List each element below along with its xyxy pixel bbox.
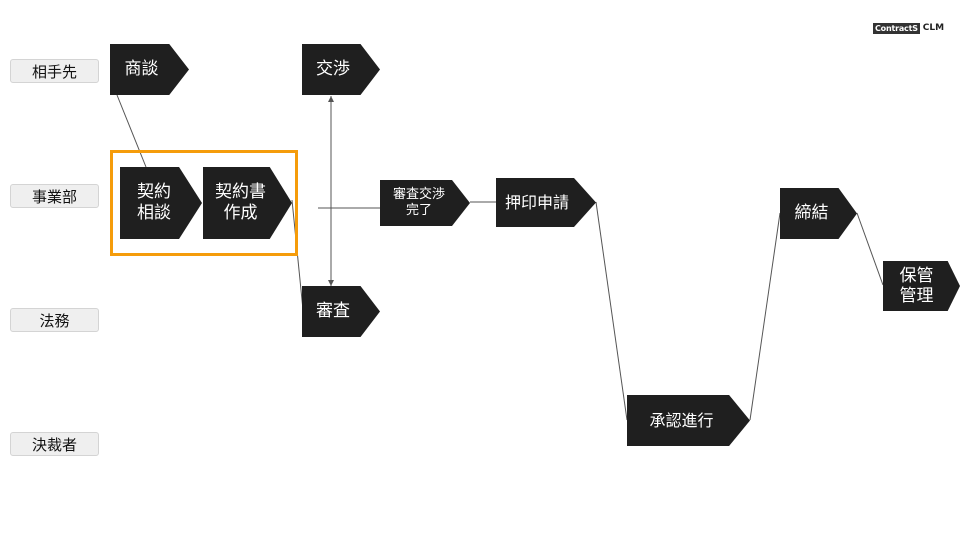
step-shinsa: 審査 (302, 286, 380, 337)
step-kosho: 交渉 (302, 44, 380, 95)
step-oin-shinsei: 押印申請 (496, 178, 596, 227)
lane-label-kessaisha: 決裁者 (10, 432, 99, 456)
connector-oin-shonin (595, 201, 628, 421)
connector-shonin-teiketsu (749, 212, 781, 421)
step-hokan-kanri: 保管 管理 (883, 261, 960, 311)
connector-shodan-keiyaku (116, 94, 147, 168)
lane-label-jigyobu: 事業部 (10, 184, 99, 208)
lane-label-homu: 法務 (10, 308, 99, 332)
logo-suffix: CLM (922, 23, 945, 33)
step-shinsa-kosho-kanryo: 審査交渉 完了 (380, 180, 470, 226)
lane-label-aitesaki: 相手先 (10, 59, 99, 83)
step-shonin-shinko: 承認進行 (627, 395, 750, 446)
arrowhead-down (328, 280, 334, 286)
step-shodan: 商談 (110, 44, 189, 95)
step-keiyakusho-sakusei: 契約書 作成 (203, 167, 292, 239)
connector-teiketsu-hokan (856, 212, 884, 286)
step-teiketsu: 締結 (780, 188, 857, 239)
logo-mark: ContractS (873, 22, 920, 34)
arrowhead-up (328, 96, 334, 102)
highlight-box (110, 150, 298, 256)
contracts-clm-logo: ContractS CLM (873, 21, 944, 35)
